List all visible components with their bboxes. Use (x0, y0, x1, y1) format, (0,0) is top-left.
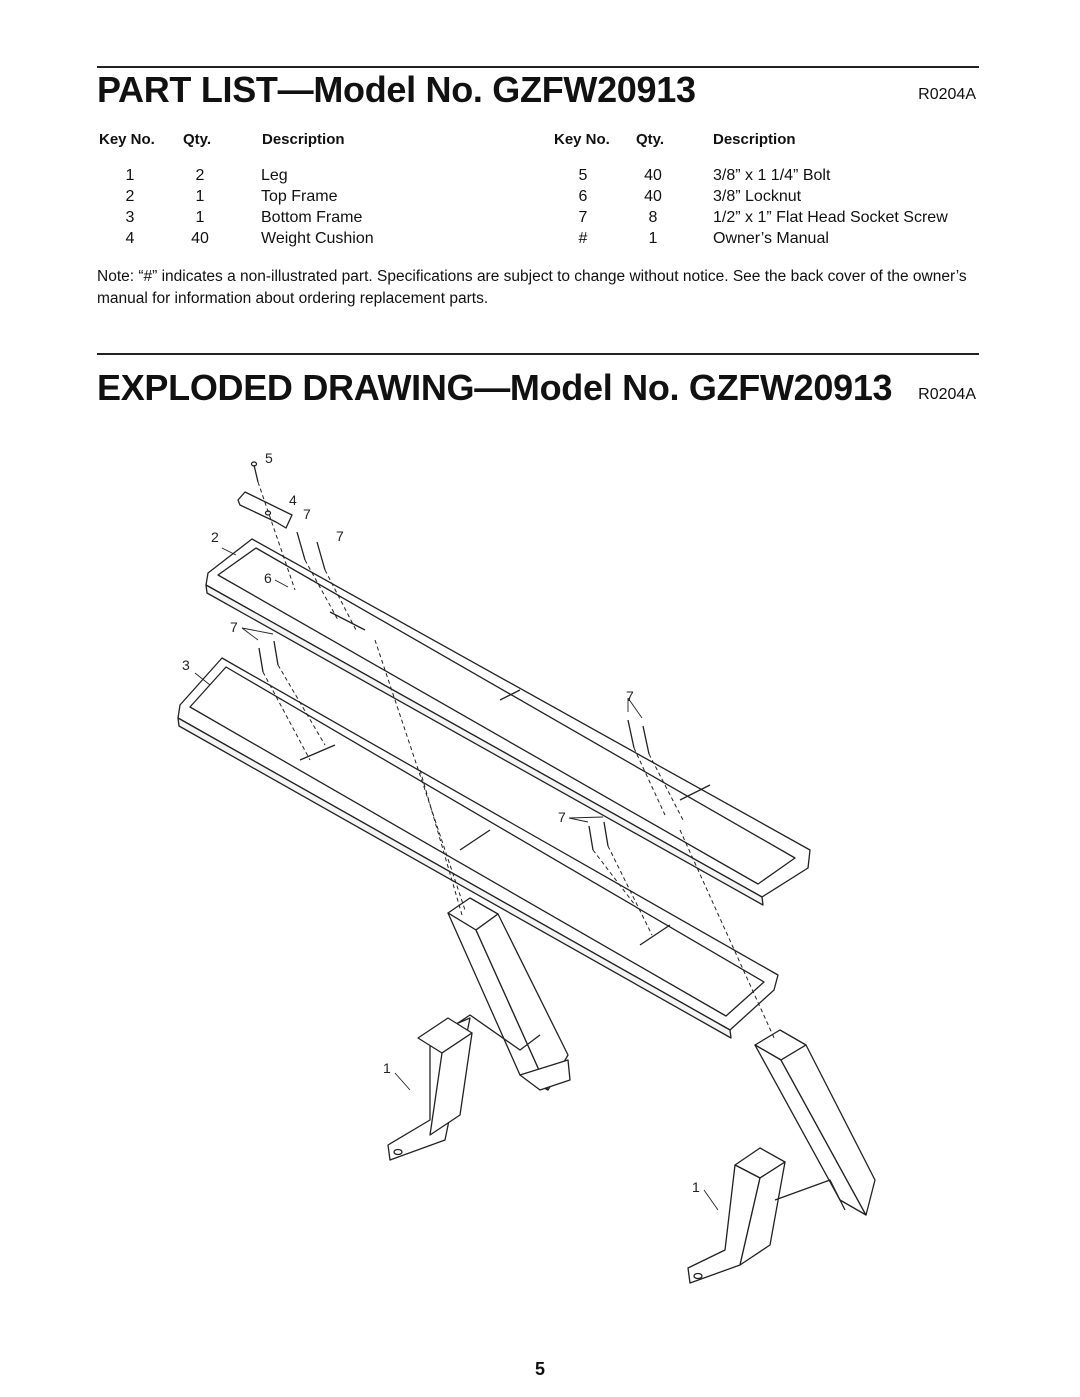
part-desc: Top Frame (261, 188, 338, 205)
page-number: 5 (534, 1359, 545, 1379)
bolt (250, 461, 259, 483)
part-list-title: PART LIST—Model No. GZFW20913 (97, 69, 696, 110)
key-header-right: Key No. (554, 131, 610, 148)
callout-leg: 1 (383, 1060, 391, 1076)
desc-header-left: Description (262, 131, 345, 148)
part-key: 4 (125, 230, 135, 247)
part-key: 1 (125, 167, 135, 184)
qty-header-right: Qty. (636, 131, 665, 148)
part-desc: 3/8” Locknut (713, 188, 802, 205)
callout-screw: 7 (558, 809, 566, 825)
part-desc: Owner’s Manual (713, 230, 829, 247)
part-key: 6 (578, 188, 588, 205)
exploded-drawing-title: EXPLODED DRAWING—Model No. GZFW20913 (97, 367, 893, 408)
part-desc: 1/2” x 1” Flat Head Socket Screw (713, 209, 948, 226)
part-desc: 3/8” x 1 1/4” Bolt (713, 167, 831, 184)
qty-header-left: Qty. (183, 131, 212, 148)
part-desc: Weight Cushion (261, 230, 374, 247)
callout-locknut: 6 (264, 570, 272, 586)
part-list-note: Note: “#” indicates a non-illustrated pa… (97, 268, 967, 307)
screws (258, 531, 650, 851)
part-key: # (578, 230, 588, 247)
key-header-left: Key No. (99, 131, 155, 148)
part-qty: 40 (191, 230, 209, 247)
part-key: 2 (125, 188, 135, 205)
part-qty: 40 (644, 167, 662, 184)
callout-screw: 7 (336, 528, 344, 544)
part-key: 5 (578, 167, 588, 184)
exploded-drawing: 5 4 7 7 2 6 7 3 7 7 1 1 (177, 450, 876, 1284)
callout-weight-cushion: 4 (289, 492, 297, 508)
leg-right (687, 1029, 876, 1284)
part-qty: 1 (195, 209, 205, 226)
part-desc: Leg (261, 167, 288, 184)
weight-cushion (237, 491, 293, 529)
top-frame (205, 538, 811, 906)
part-qty: 2 (195, 167, 205, 184)
callout-top-frame: 2 (211, 529, 219, 545)
leg-left (387, 897, 571, 1161)
part-key: 7 (578, 209, 588, 226)
part-qty: 1 (195, 188, 205, 205)
part-list-code: R0204A (918, 86, 976, 103)
callout-bolt: 5 (265, 450, 273, 466)
part-qty: 40 (644, 188, 662, 205)
callout-bottom-frame: 3 (182, 657, 190, 673)
callout-leg: 1 (692, 1179, 700, 1195)
top-rule (97, 66, 979, 68)
part-qty: 8 (648, 209, 658, 226)
drawing-rule (97, 353, 979, 355)
callout-screw: 7 (626, 688, 634, 704)
bottom-frame (177, 657, 779, 1039)
callout-leaders (194, 547, 719, 1211)
part-desc: Bottom Frame (261, 209, 363, 226)
assembly-guides (257, 481, 776, 1041)
callout-screw: 7 (303, 506, 311, 522)
desc-header-right: Description (713, 131, 796, 148)
exploded-drawing-code: R0204A (918, 386, 976, 403)
part-qty: 1 (648, 230, 658, 247)
callout-screw: 7 (230, 619, 238, 635)
part-key: 3 (125, 209, 135, 226)
